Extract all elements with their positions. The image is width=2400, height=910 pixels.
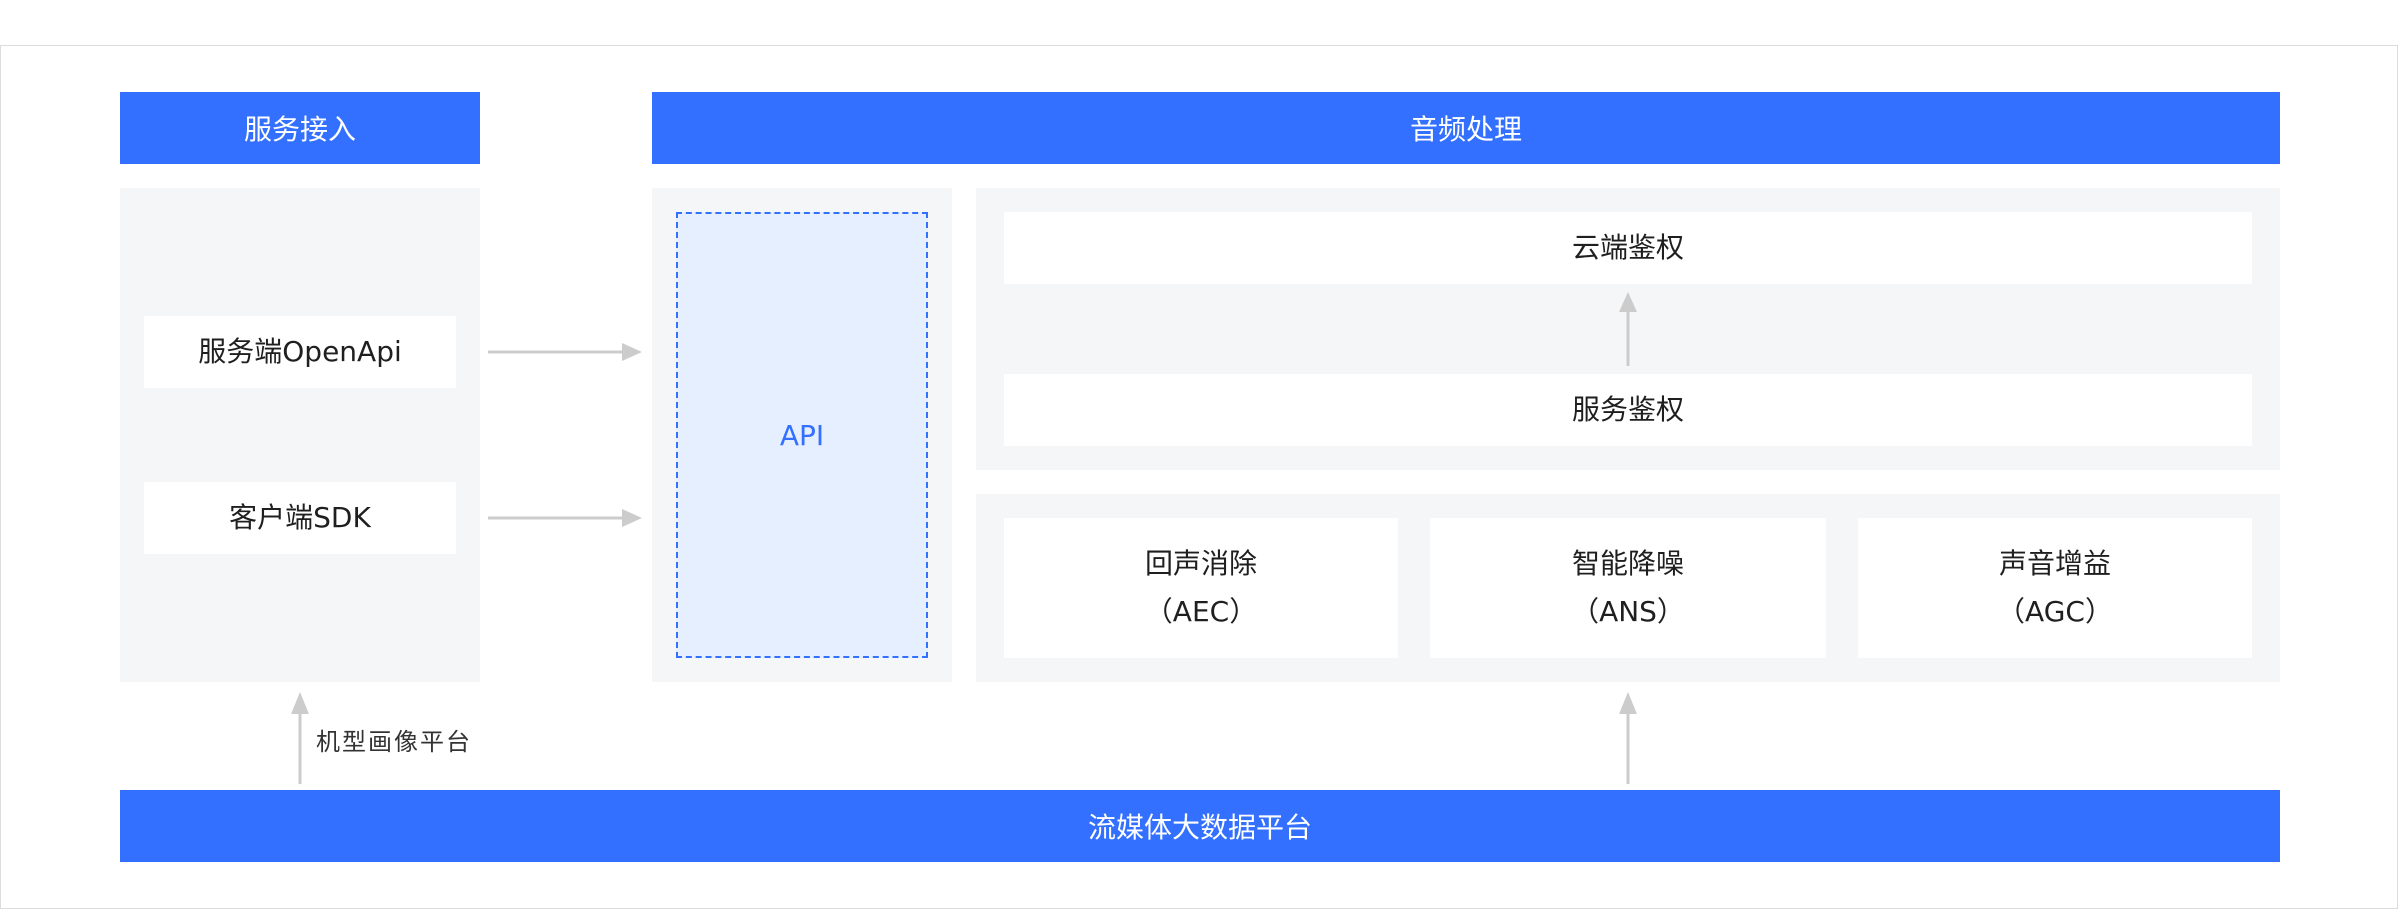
audio-processing-header: 音频处理 [652, 92, 2280, 164]
feature-agc-name: 声音增益 [1998, 547, 2111, 580]
client-sdk-label: 客户端SDK [229, 501, 371, 534]
cloud-auth-label: 云端鉴权 [1571, 231, 1684, 264]
feature-aec-box: 回声消除 （AEC） [1004, 518, 1398, 658]
api-label: API [779, 418, 825, 452]
api-box: API [676, 212, 928, 658]
feature-ans-abbr: （ANS） [1571, 595, 1685, 628]
service-access-header: 服务接入 [120, 92, 480, 164]
feature-agc-abbr: （AGC） [1997, 595, 2113, 628]
data-platform-title: 流媒体大数据平台 [1087, 811, 1312, 844]
data-platform-bar: 流媒体大数据平台 [120, 790, 2280, 862]
device-profile-label: 机型画像平台 [316, 728, 472, 756]
server-openapi-label: 服务端OpenApi [198, 335, 402, 368]
service-auth-label: 服务鉴权 [1571, 393, 1684, 426]
feature-aec-abbr: （AEC） [1144, 595, 1258, 628]
feature-ans-box: 智能降噪 （ANS） [1430, 518, 1826, 658]
feature-aec-name: 回声消除 [1144, 547, 1257, 580]
service-auth-box: 服务鉴权 [1004, 374, 2252, 446]
service-access-panel [120, 188, 480, 682]
cloud-auth-box: 云端鉴权 [1004, 212, 2252, 284]
service-access-title: 服务接入 [243, 113, 356, 146]
client-sdk-box: 客户端SDK [144, 482, 456, 554]
audio-processing-title: 音频处理 [1409, 113, 1522, 146]
feature-ans-name: 智能降噪 [1571, 547, 1684, 580]
server-openapi-box: 服务端OpenApi [144, 316, 456, 388]
feature-agc-box: 声音增益 （AGC） [1858, 518, 2252, 658]
